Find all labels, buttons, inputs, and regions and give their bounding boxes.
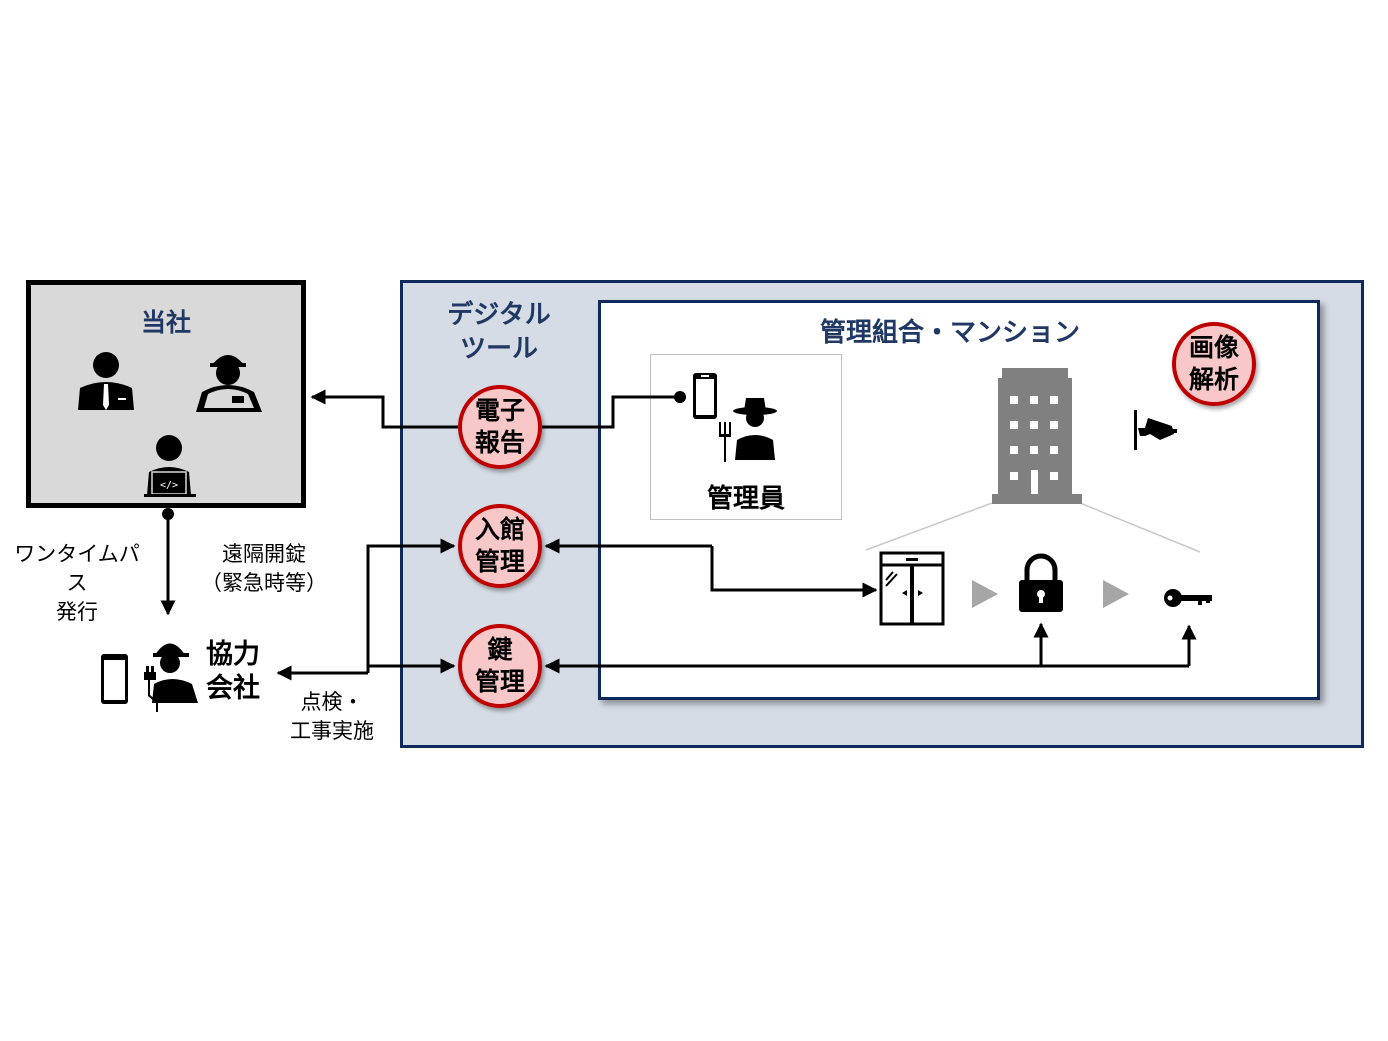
badge-image-analysis: 画像解析 [1172, 322, 1256, 406]
mansion-title: 管理組合・マンション [820, 318, 1081, 348]
manager-label: 管理員 [706, 484, 785, 514]
digital-tools-title-line1: デジタル [447, 300, 551, 330]
manager-person-icon [719, 398, 777, 462]
businessman-icon [78, 352, 134, 410]
remote-unlock-line2: （緊急時等） [201, 571, 327, 595]
badge-image-analysis-line1: 画像 [1188, 333, 1239, 362]
badge-electronic-report: 電子報告 [458, 385, 542, 469]
developer-icon: </> [144, 435, 196, 497]
security-camera-icon [1134, 410, 1177, 450]
inspection-label: 点検・ 工事実施 [276, 688, 388, 746]
padlock-icon [1019, 553, 1063, 612]
door-arrow-right [918, 590, 923, 596]
badge-entry-management-line1: 入館 [474, 515, 525, 544]
flow-arrow-lock-to-key [1103, 580, 1129, 608]
company-title: 当社 [140, 308, 191, 337]
badge-entry-management-line2: 管理 [474, 547, 525, 576]
manager-phone-icon [693, 373, 717, 419]
partner-line1: 協力 [206, 639, 260, 670]
badge-key-management-line1: 鍵 [487, 635, 513, 664]
svg-text:</>: </> [160, 480, 178, 491]
delivery-worker-icon [196, 355, 262, 412]
one-time-pass-line1: ワンタイムパス [14, 542, 140, 595]
flow-arrow-door-to-lock [972, 580, 998, 608]
automatic-door-icon [879, 551, 945, 626]
door-arrow-left [902, 590, 907, 596]
badge-image-analysis-line2: 解析 [1188, 365, 1239, 394]
one-time-pass-label: ワンタイムパス 発行 [4, 540, 150, 627]
connector-manager-to-report [542, 395, 678, 429]
partner-company-label: 協力 会社 [206, 638, 260, 706]
partner-line2: 会社 [206, 673, 260, 704]
construction-worker-icon [144, 643, 198, 712]
building-fan-right [1079, 502, 1201, 553]
digital-tools-title: デジタル ツール [440, 298, 558, 366]
key-icon [1164, 589, 1212, 607]
badge-key-management: 鍵管理 [458, 624, 542, 708]
badge-electronic-report-line1: 電子 [474, 396, 525, 425]
badge-key-management-line2: 管理 [474, 667, 525, 696]
one-time-pass-line2: 発行 [56, 600, 98, 624]
remote-unlock-label: 遠隔開錠 （緊急時等） [194, 540, 334, 598]
door-sensor [906, 558, 918, 561]
connector-entry-to-door [710, 546, 878, 598]
badge-electronic-report-line2: 報告 [474, 428, 525, 457]
inspection-line2: 工事実施 [290, 719, 374, 743]
connector-report-to-company [310, 389, 458, 429]
building-fan-left [865, 502, 993, 551]
connector-dot-manager [674, 391, 686, 403]
badge-entry-management: 入館管理 [458, 504, 542, 588]
inspection-line1: 点検・ [300, 690, 364, 714]
digital-tools-title-line2: ツール [459, 334, 538, 364]
partner-phone-icon [101, 654, 128, 704]
building-icon [992, 368, 1082, 504]
connector-partner-to-entry [366, 538, 456, 673]
remote-unlock-line1: 遠隔開錠 [222, 542, 306, 566]
